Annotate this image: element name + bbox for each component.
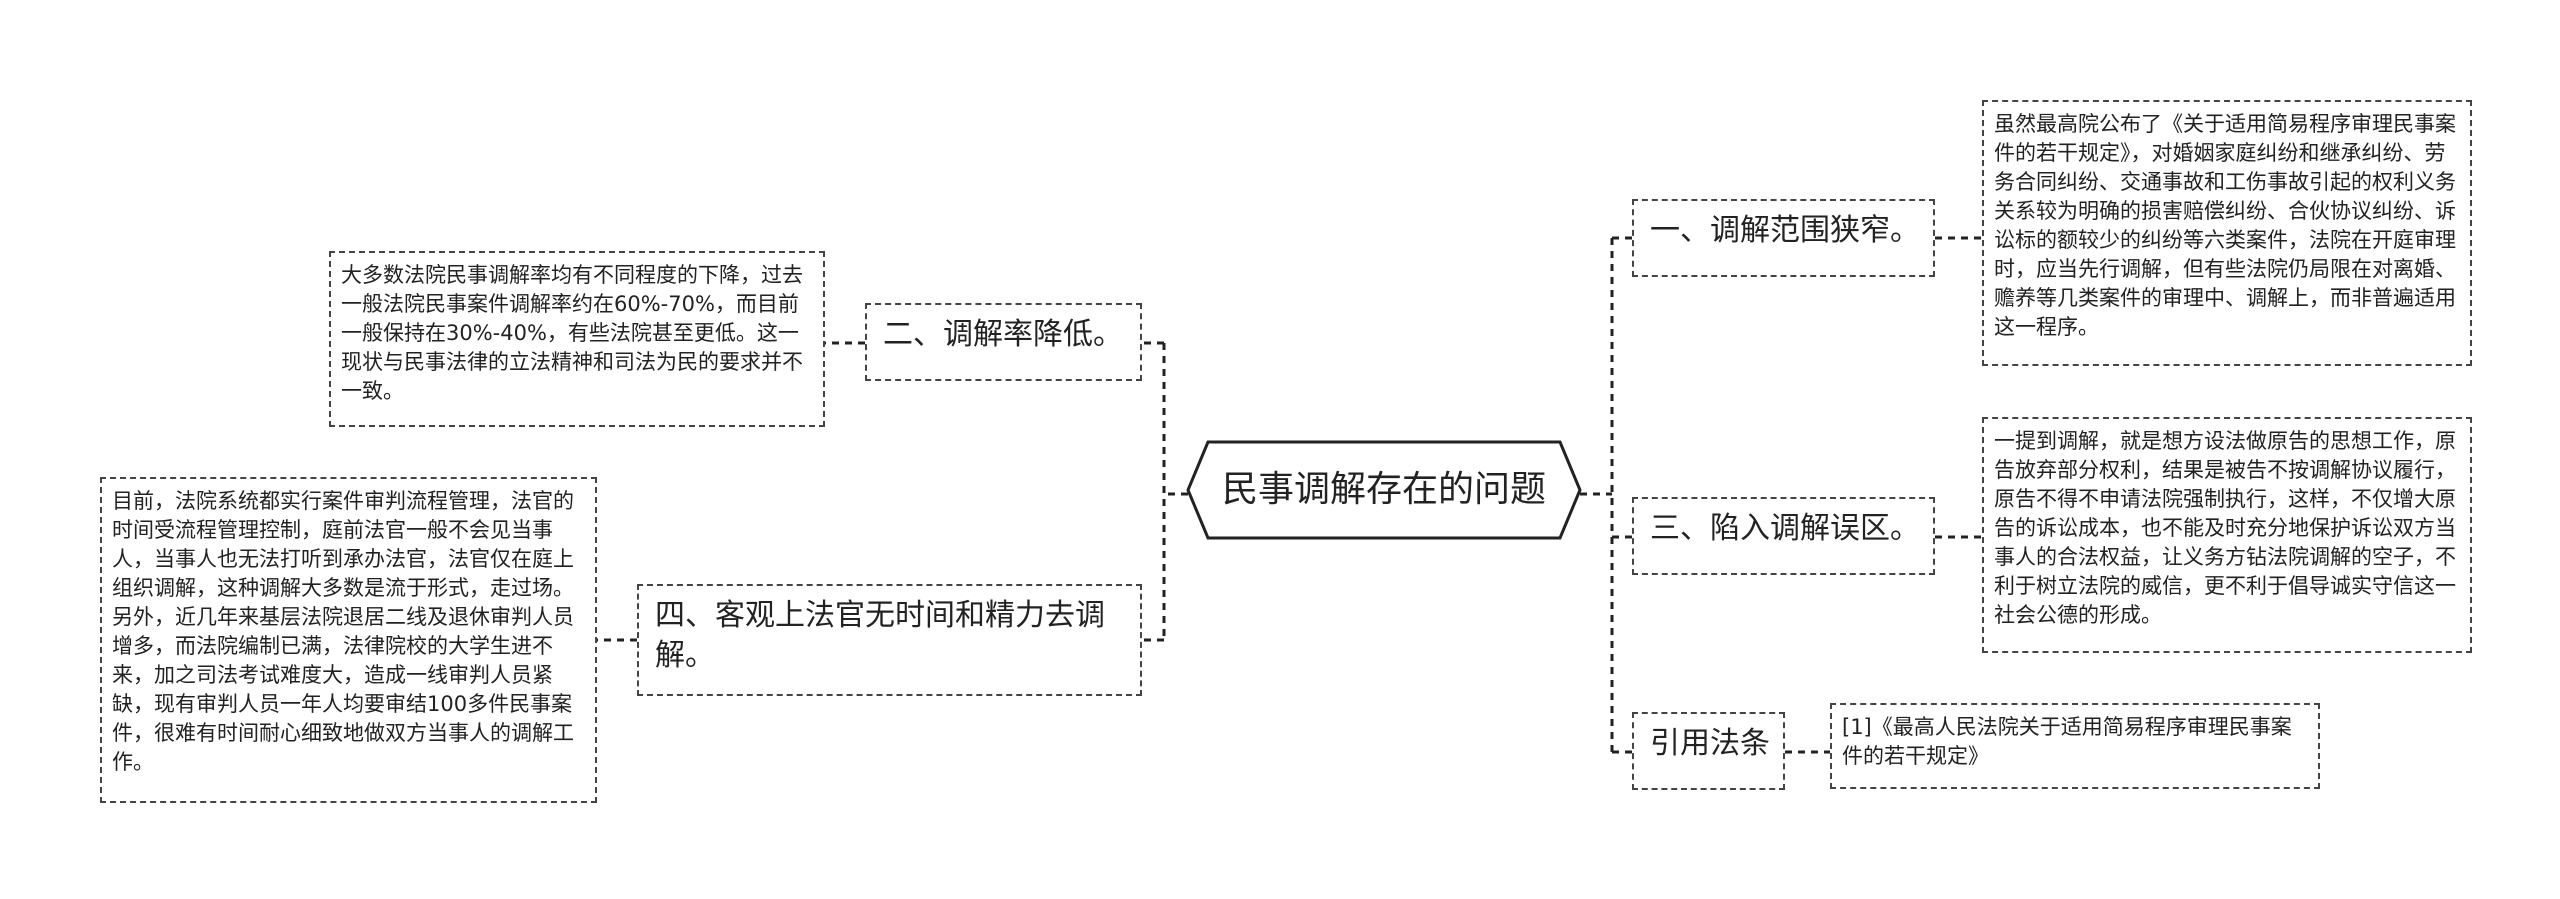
detail-node-3[interactable]: 一提到调解，就是想方设法做原告的思想工作，原告放弃部分权利，结果是被告不按调解协… — [1982, 417, 2472, 653]
detail-text-3: 一提到调解，就是想方设法做原告的思想工作，原告放弃部分权利，结果是被告不按调解协… — [1994, 429, 2456, 627]
branch-label-1: 一、调解范围狭窄。 — [1650, 213, 1920, 248]
detail-node-1[interactable]: 虽然最高院公布了《关于适用简易程序审理民事案件的若干规定》，对婚姻家庭纠纷和继承… — [1982, 100, 2472, 366]
detail-text-5: [1]《最高人民法院关于适用简易程序审理民事案件的若干规定》 — [1842, 715, 2292, 768]
branch-node-4[interactable]: 四、客观上法官无时间和精力去调解。 — [637, 584, 1142, 696]
branch-label-5: 引用法条 — [1650, 726, 1770, 761]
branch-node-2[interactable]: 二、调解率降低。 — [865, 303, 1142, 381]
root-title[interactable]: 民事调解存在的问题 — [1221, 469, 1546, 510]
root-node-shape — [1186, 440, 1582, 540]
detail-text-2: 大多数法院民事调解率均有不同程度的下降，过去一般法院民事案件调解率约在60%-7… — [341, 263, 803, 403]
detail-node-4[interactable]: 目前，法院系统都实行案件审判流程管理，法官的时间受流程管理控制，庭前法官一般不会… — [100, 477, 597, 803]
branch-node-3[interactable]: 三、陷入调解误区。 — [1632, 497, 1935, 575]
detail-node-5[interactable]: [1]《最高人民法院关于适用简易程序审理民事案件的若干规定》 — [1830, 703, 2320, 789]
detail-text-4: 目前，法院系统都实行案件审判流程管理，法官的时间受流程管理控制，庭前法官一般不会… — [112, 489, 574, 774]
branch-label-2: 二、调解率降低。 — [883, 317, 1123, 352]
detail-node-2[interactable]: 大多数法院民事调解率均有不同程度的下降，过去一般法院民事案件调解率约在60%-7… — [329, 251, 825, 427]
branch-label-3: 三、陷入调解误区。 — [1650, 511, 1920, 546]
detail-text-1: 虽然最高院公布了《关于适用简易程序审理民事案件的若干规定》，对婚姻家庭纠纷和继承… — [1994, 112, 2456, 339]
branch-label-4: 四、客观上法官无时间和精力去调解。 — [655, 598, 1105, 673]
branch-node-1[interactable]: 一、调解范围狭窄。 — [1632, 199, 1935, 277]
branch-node-5[interactable]: 引用法条 — [1632, 712, 1785, 790]
